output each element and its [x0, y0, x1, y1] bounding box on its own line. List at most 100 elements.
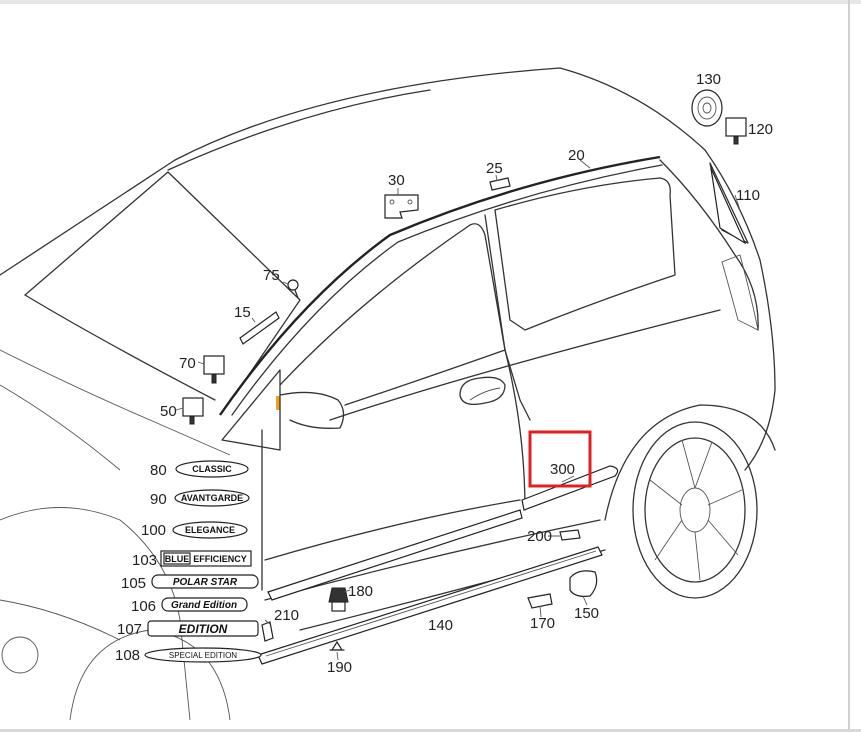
door-belt-line [329, 309, 721, 421]
label-15: 15 [234, 304, 251, 321]
leader-lines [175, 159, 741, 661]
label-200: 200 [527, 528, 552, 545]
label-130: 130 [696, 71, 721, 88]
label-108: 108 [115, 647, 140, 664]
part-200-clip [559, 529, 581, 541]
door-rear-edge [504, 349, 526, 511]
rear-tire [632, 421, 758, 599]
rear-pillar [659, 159, 759, 331]
door-handle [459, 376, 506, 406]
rear-wheel-arch [604, 404, 776, 521]
badge-special-edition: SPECIAL EDITION [144, 647, 262, 663]
highlight-box-300 [528, 430, 592, 488]
badge-classic: CLASSIC [175, 460, 249, 478]
front-fender [0, 507, 191, 721]
label-300: 300 [550, 461, 575, 478]
rear-hub [679, 487, 711, 533]
front-wheel-arch [69, 629, 231, 721]
part-120-clip [725, 117, 747, 145]
label-110: 110 [736, 187, 760, 204]
door-handle-inner [469, 387, 501, 401]
door-molding-front [267, 509, 523, 601]
badge-edition: EDITION [147, 620, 259, 637]
bottom-border [0, 729, 861, 732]
part-210-clip [261, 621, 274, 642]
windshield-inner [24, 171, 301, 396]
part-70-clip [203, 355, 225, 384]
fog-lamp [1, 636, 39, 674]
part-170-clip [527, 593, 553, 609]
label-107: 107 [117, 621, 142, 638]
sill-trim [257, 546, 603, 665]
part-50-clip [182, 397, 204, 425]
part-25-cap [489, 177, 511, 191]
part-130-grommet [691, 89, 723, 127]
part-150-cap [569, 570, 598, 597]
bumper-line [0, 599, 121, 641]
badge-polar-star: POLAR STAR [151, 574, 259, 589]
label-210: 210 [274, 607, 299, 624]
rear-light-area [721, 254, 759, 331]
part-75-screw [287, 279, 299, 299]
label-170: 170 [530, 615, 555, 632]
mirror-indicator [276, 396, 280, 410]
badge-efficiency-text: EFFICIENCY [193, 554, 247, 564]
label-180: 180 [348, 583, 373, 600]
door-lower-line [264, 499, 521, 561]
label-106: 106 [131, 598, 156, 615]
label-90: 90 [150, 491, 167, 508]
top-border [0, 0, 861, 4]
badge-blue-efficiency: BLUE EFFICIENCY [160, 550, 252, 567]
label-75: 75 [263, 267, 280, 284]
part-30-bracket [384, 194, 419, 219]
rear-body [704, 149, 776, 471]
rear-rim [644, 437, 746, 583]
label-100: 100 [141, 522, 166, 539]
part-180-clip [328, 587, 349, 612]
label-103: 103 [132, 552, 157, 569]
badge-blue-text: BLUE [165, 554, 190, 564]
side-mirror [279, 391, 345, 429]
front-door-window [279, 223, 506, 406]
badge-polar-star-text: POLAR STAR [173, 577, 238, 588]
badge-special-edition-text: SPECIAL EDITION [169, 651, 237, 660]
rear-side-window [494, 177, 676, 331]
badge-edition-text: EDITION [179, 622, 228, 636]
roof-line-inner [167, 89, 431, 171]
label-120: 120 [748, 121, 773, 138]
door-molding-rear [521, 465, 619, 511]
label-80: 80 [150, 462, 167, 479]
right-border [848, 0, 850, 732]
rim-spokes [649, 439, 743, 581]
windshield-outer [0, 159, 176, 276]
roof-rail-strip [219, 155, 661, 416]
label-190: 190 [327, 659, 352, 676]
hood-line [0, 349, 231, 456]
part-110-panel [710, 167, 747, 245]
sill-trim-inner [265, 550, 597, 657]
label-105: 105 [121, 575, 146, 592]
label-30: 30 [388, 172, 405, 189]
badge-elegance: ELEGANCE [172, 521, 248, 539]
roof-rail-strip-inner [231, 164, 663, 416]
part-15-strip [239, 311, 280, 345]
label-50: 50 [160, 403, 177, 420]
label-20: 20 [568, 147, 585, 164]
label-140: 140 [428, 617, 453, 634]
badge-avantgarde: AVANTGARDE [174, 489, 250, 507]
badge-grand-edition: Grand Edition [161, 597, 248, 612]
badge-grand-edition-text: Grand Edition [171, 600, 237, 611]
hood-line-2 [0, 384, 121, 471]
label-150: 150 [574, 605, 599, 622]
badge-elegance-text: ELEGANCE [185, 525, 235, 535]
label-25: 25 [486, 160, 503, 177]
mirror-triangle [221, 369, 281, 451]
roof-line [174, 67, 706, 161]
label-70: 70 [179, 355, 196, 372]
a-pillar-line [24, 294, 216, 401]
badge-avantgarde-text: AVANTGARDE [181, 493, 243, 503]
b-pillar [484, 214, 531, 421]
part-190-rivet [329, 640, 345, 651]
